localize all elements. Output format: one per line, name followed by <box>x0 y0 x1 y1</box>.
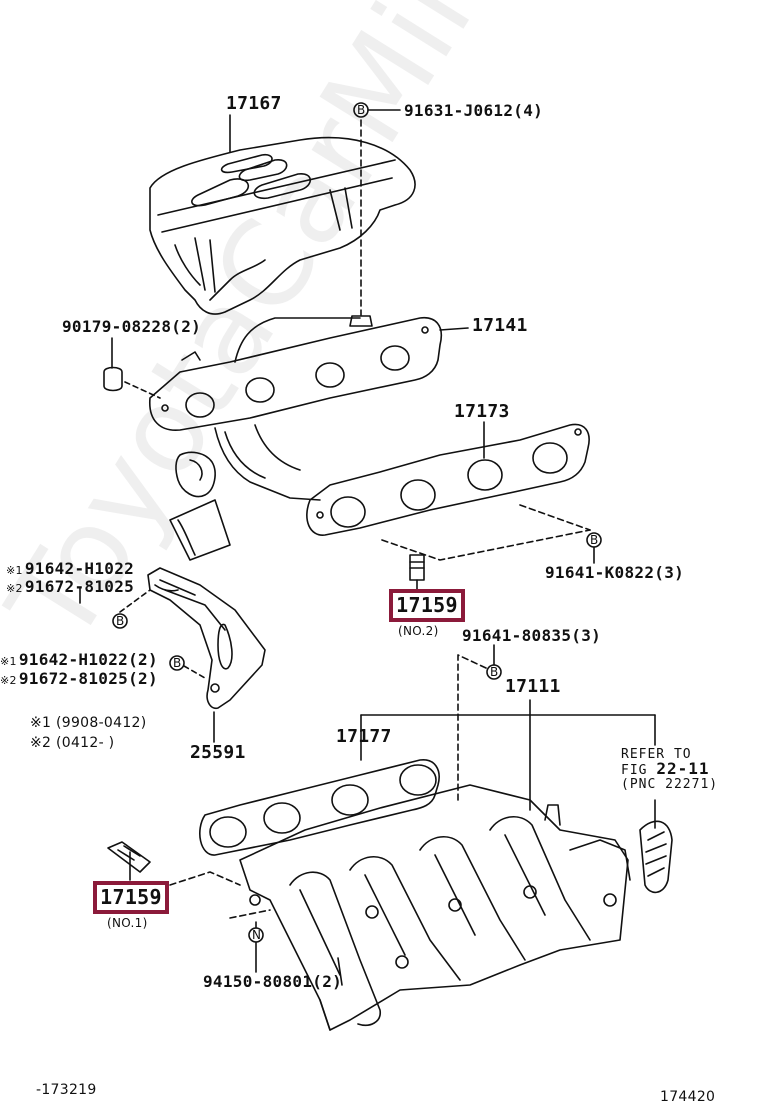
part-label-91631[interactable]: 91631-J0612(4) <box>404 101 544 120</box>
note-mark: ※2 <box>6 582 23 595</box>
highlight-box-17159-no2[interactable]: 17159 <box>389 589 465 622</box>
leader-17141 <box>439 327 469 331</box>
note-1: ※1 (9908-0412) <box>30 715 147 731</box>
callout-letter-n: N <box>252 928 262 942</box>
bracket-drawing <box>147 567 266 710</box>
note-mark: ※1 <box>0 655 17 668</box>
part-label-17159-no2[interactable]: 17159 <box>396 593 458 617</box>
intake-manifold-drawing <box>239 784 631 1031</box>
highlight-box-17159-no1[interactable]: 17159 <box>93 881 169 914</box>
part-label-90179[interactable]: 90179-08228(2) <box>62 317 202 336</box>
part-sublabel-no2: (NO.2) <box>398 624 439 638</box>
part-label-17173[interactable]: 17173 <box>454 401 510 422</box>
callout-letter-b: B <box>116 614 125 628</box>
exhaust-gasket-drawing <box>306 423 590 536</box>
throttle-gasket-drawing <box>639 820 673 894</box>
callout-letter-b: B <box>357 103 366 117</box>
part-label-17159-no1[interactable]: 17159 <box>100 885 162 909</box>
footer-right-id: 174420 <box>660 1089 716 1105</box>
part-label-94150[interactable]: 94150-80801(2) <box>203 972 343 991</box>
reference-note[interactable]: REFER TO FIG 22-11 (PNC 22271) <box>621 747 719 792</box>
reference-fig-number: 22-11 <box>656 759 710 778</box>
callout-letter-b: B <box>173 656 182 670</box>
part-label-91641-k0822[interactable]: 91641-K0822(3) <box>545 563 685 582</box>
part-sublabel-no1: (NO.1) <box>107 916 148 930</box>
note-2: ※2 (0412- ) <box>30 735 115 751</box>
intake-gasket-drawing <box>199 759 440 856</box>
part-label-25591[interactable]: 25591 <box>190 742 246 763</box>
part-label-17167[interactable]: 17167 <box>226 93 282 114</box>
callout-letter-b: B <box>490 665 499 679</box>
stud-no2-drawing <box>409 554 425 581</box>
note-mark: ※2 <box>0 674 17 687</box>
part-label-17177[interactable]: 17177 <box>336 726 392 747</box>
part-label-91641-80835[interactable]: 91641-80835(3) <box>462 626 602 645</box>
callout-circle-b-bracket2 <box>169 655 185 671</box>
footer-left-id: -173219 <box>36 1082 97 1098</box>
callout-letter-b: B <box>590 533 599 547</box>
note-mark: ※1 <box>6 564 23 577</box>
callout-circle-b-bracket1 <box>112 613 128 629</box>
heat-insulator-drawing <box>149 136 416 315</box>
part-label-17141[interactable]: 17141 <box>472 315 528 336</box>
callout-circle-b-mid <box>486 664 502 680</box>
exhaust-manifold-drawing <box>149 316 442 561</box>
nut-90179-drawing <box>103 366 123 392</box>
part-label-17111[interactable]: 17111 <box>505 676 561 697</box>
